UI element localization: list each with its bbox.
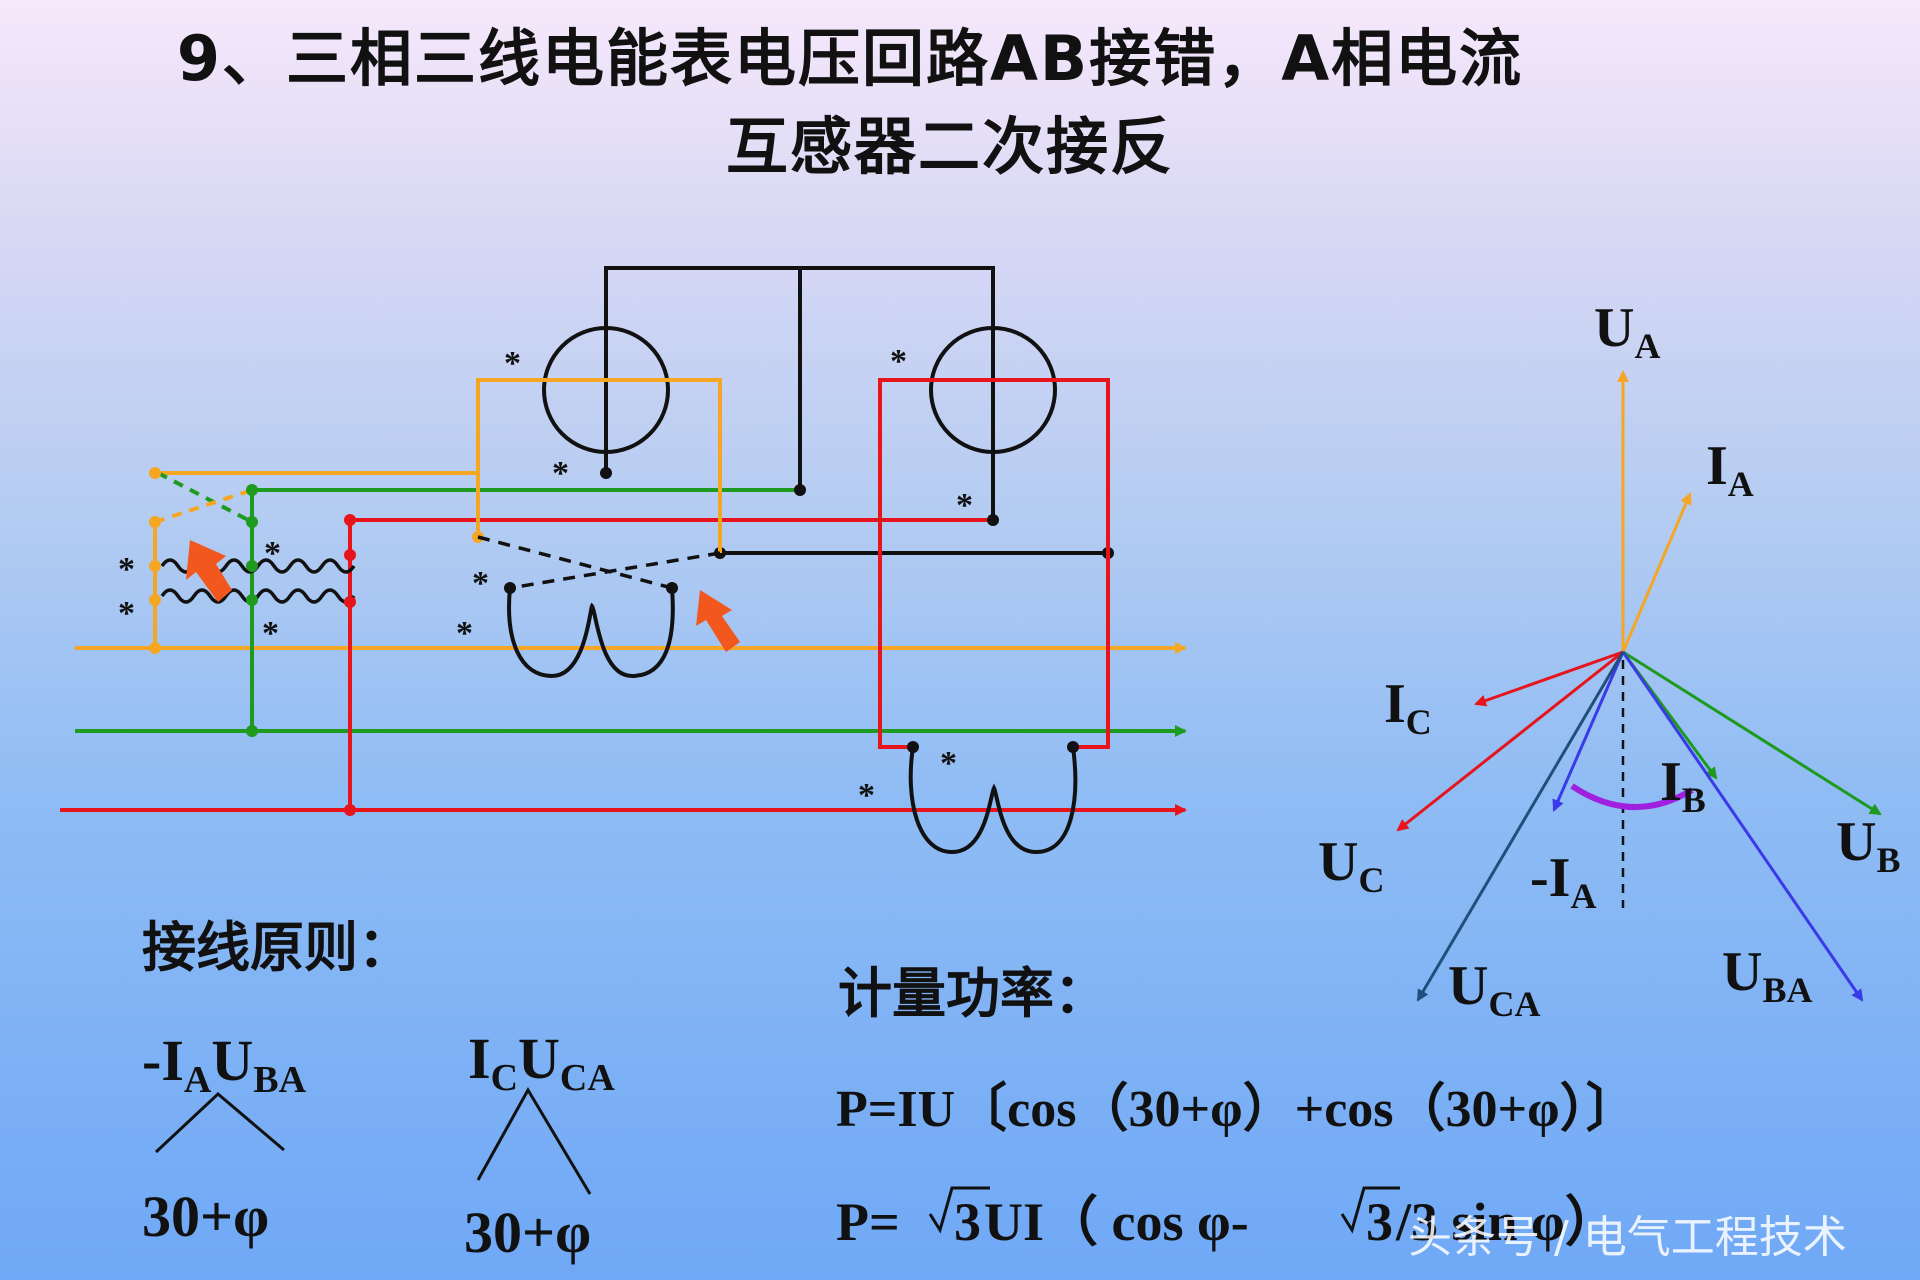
angle-arc <box>1570 783 1694 810</box>
ct-c-coil <box>908 746 1078 855</box>
meter-element-2 <box>878 326 1110 855</box>
principle-pair-2: ICUCA <box>468 1026 615 1099</box>
label-ia: IA <box>1706 435 1754 504</box>
sqrt-sign-2 <box>1340 1186 1400 1234</box>
principle-pair-1-angle: 30+φ <box>142 1184 269 1249</box>
principle-pair-2-angle-lines <box>476 1086 592 1195</box>
wiring-diagram: * * * * * * * * * * * * <box>60 266 1187 855</box>
power-formula-2-root-1: 3 <box>954 1192 981 1252</box>
watermark: 头条号 / 电气工程技术 <box>1408 1212 1847 1263</box>
power-formula-2-mid: UI（ cos φ- <box>984 1192 1249 1252</box>
polarity-mark: * <box>118 551 135 588</box>
title-line-2: 互感器二次接反 <box>725 110 1174 183</box>
phasor-ia <box>1621 492 1692 653</box>
label-uca: UCA <box>1448 955 1540 1024</box>
voltage-transformer-wiring <box>149 467 993 816</box>
phasor-uc <box>1396 650 1624 832</box>
label-uba: UBA <box>1722 941 1812 1010</box>
polarity-mark: * <box>552 455 569 492</box>
fault-arrow-ct <box>696 590 740 652</box>
principle-heading: 接线原则： <box>142 916 412 979</box>
label-ic: IC <box>1384 673 1432 742</box>
power-formula-2-tail: /3 sin φ） <box>1395 1192 1619 1252</box>
metering-heading: 计量功率： <box>838 962 1108 1025</box>
fault-arrow-left <box>186 540 232 602</box>
power-formula-2-prefix: P= <box>836 1192 900 1252</box>
label-ua: UA <box>1594 297 1660 366</box>
label-ub: UB <box>1836 811 1900 880</box>
label-neg-ia: -IA <box>1530 847 1596 916</box>
label-uc: UC <box>1318 831 1384 900</box>
polarity-mark: * <box>472 565 489 602</box>
principle-pair-1-angle-lines <box>154 1091 285 1154</box>
power-formula-2-root-2: 3 <box>1366 1192 1393 1252</box>
polarity-mark: * <box>264 535 281 572</box>
voltage-bus-black <box>600 266 1114 559</box>
polarity-marks: * * * * * * * * * * * * <box>118 343 973 814</box>
power-formula-1: P=IU〔cos（30+φ）+cos（30+φ）〕 <box>836 1080 1638 1138</box>
polarity-mark: * <box>858 777 875 814</box>
phasor-ic <box>1474 650 1624 707</box>
metered-power: 计量功率： P=IU〔cos（30+φ）+cos（30+φ）〕 P= 3 UI（… <box>836 962 1638 1252</box>
meter-element-1 <box>472 326 740 679</box>
polarity-mark: * <box>118 595 135 632</box>
principle-pair-2-angle: 30+φ <box>464 1200 591 1265</box>
wiring-principle: 接线原则： -IAUBA 30+φ ICUCA 30+φ <box>142 916 615 1265</box>
power-formula-2: P= 3 UI（ cos φ- 3 /3 sin φ） <box>836 1186 1619 1252</box>
title-line-1: 9、三相三线电能表电压回路AB接错，A相电流 <box>176 22 1524 95</box>
polarity-mark: * <box>262 615 279 652</box>
phasor-diagram: UA IA IC IB UC -IA UB UCA UBA <box>1318 297 1900 1024</box>
ct-a-coil <box>507 587 675 679</box>
sqrt-sign-1 <box>928 1186 990 1234</box>
polarity-mark: * <box>956 487 973 524</box>
phasor-uba <box>1621 651 1864 1002</box>
phasor-ub <box>1622 650 1882 816</box>
polarity-mark: * <box>890 343 907 380</box>
polarity-mark: * <box>940 745 957 782</box>
polarity-mark: * <box>456 615 473 652</box>
meter-2-voltage-coil <box>929 326 1057 454</box>
meter-1-voltage-coil <box>542 326 670 454</box>
polarity-mark: * <box>504 345 521 382</box>
phasor-uca <box>1416 651 1625 1002</box>
pt-secondary-coil <box>160 588 356 604</box>
phasor-neg-ia <box>1552 651 1625 812</box>
principle-pair-1: -IAUBA <box>142 1028 307 1101</box>
label-ib: IB <box>1660 751 1706 820</box>
